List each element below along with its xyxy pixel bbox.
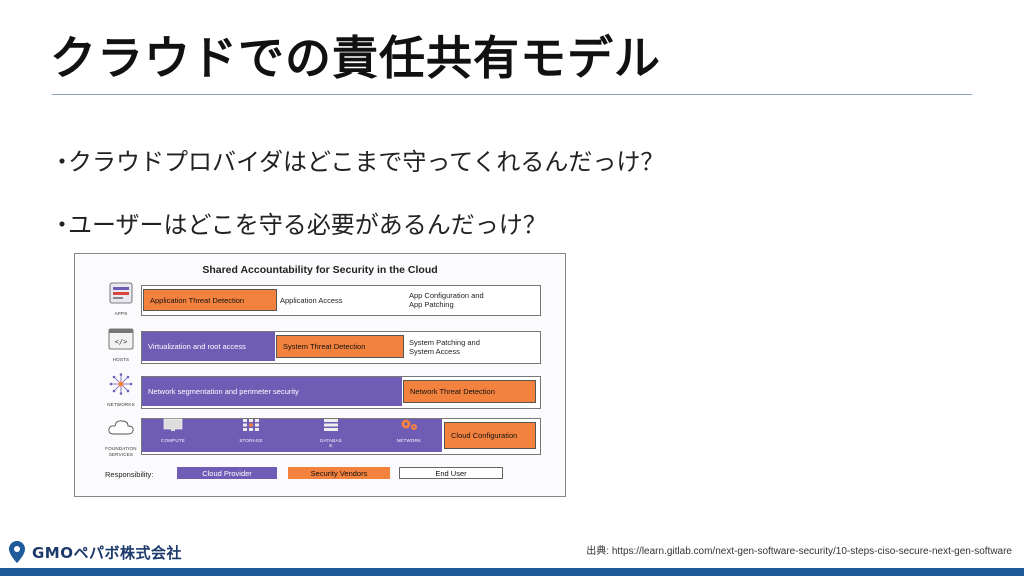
- database-label: DATABAS E: [320, 438, 342, 448]
- compute-label: COMPUTE: [161, 438, 185, 443]
- source-citation: 出典: https://learn.gitlab.com/next-gen-so…: [586, 546, 1012, 557]
- network-segmentation-cell: Network segmentation and perimeter secur…: [142, 377, 402, 406]
- database-component: DATABAS E: [313, 418, 349, 448]
- title-divider: [52, 94, 972, 95]
- bullet-item: ・クラウドプロバイダはどこまで守ってくれるんだっけ？: [50, 142, 664, 177]
- bullet-text: ユーザーはどこを守る必要があるんだっけ？: [68, 211, 547, 239]
- company-logo: GMOペパボ株式会社: [8, 540, 182, 564]
- cloud-icon: [108, 420, 134, 435]
- map-pin-icon: [9, 541, 25, 563]
- apps-side: APPS: [95, 282, 147, 317]
- legend-end-user: End User: [399, 467, 503, 479]
- cloud-configuration-cell: Cloud Configuration: [444, 422, 536, 449]
- system-patching-cell: System Patching and System Access: [409, 337, 480, 356]
- monitor-icon: [163, 418, 183, 431]
- legend-security-vendors: Security Vendors: [288, 467, 390, 479]
- code-window-icon: </>: [108, 328, 134, 350]
- svg-text:</>: </>: [115, 338, 128, 346]
- shared-accountability-diagram: Shared Accountability for Security in th…: [74, 253, 566, 497]
- compute-component: COMPUTE: [155, 418, 191, 443]
- storage-label: STORAGE: [239, 438, 263, 443]
- gear-icon: [401, 419, 417, 430]
- company-name: GMOペパボ株式会社: [32, 543, 182, 562]
- slide-title: クラウドでの責任共有モデル: [50, 31, 661, 85]
- network-threat-detection-cell: Network Threat Detection: [403, 380, 536, 403]
- hosts-side: </> HOSTS: [95, 328, 147, 363]
- legend-cloud-provider: Cloud Provider: [177, 467, 277, 479]
- foundation-provider-cell: [142, 419, 442, 452]
- legend-label: Responsibility:: [105, 469, 154, 479]
- hosts-label: HOSTS: [112, 357, 130, 362]
- apps-icon: [109, 282, 133, 304]
- network-label: NETWORK: [396, 438, 422, 443]
- database-icon: [324, 419, 338, 431]
- bullet-item: ・ユーザーはどこを守る必要があるんだっけ？: [50, 205, 547, 240]
- app-access-cell: Application Access: [280, 295, 343, 305]
- bullet-marker: ・: [50, 211, 74, 239]
- diagram-title: Shared Accountability for Security in th…: [202, 264, 438, 276]
- networks-side: NETWORKS: [95, 373, 147, 408]
- storage-component: STORAGE: [233, 418, 269, 443]
- apps-label: APPS: [114, 311, 128, 316]
- bullet-marker: ・: [50, 148, 74, 176]
- foundation-label: FOUNDATION SERVICES: [105, 446, 137, 457]
- app-config-cell: App Configuration and App Patching: [409, 291, 484, 309]
- bullet-text: クラウドプロバイダはどこまで守ってくれるんだっけ？: [68, 148, 665, 176]
- system-threat-detection-cell: System Threat Detection: [276, 335, 404, 358]
- storage-grid-icon: [243, 419, 259, 431]
- network-hub-icon: [109, 373, 133, 395]
- network-component: NETWORK: [391, 418, 427, 443]
- foundation-side: FOUNDATION SERVICES: [95, 417, 147, 458]
- virtualization-cell: Virtualization and root access: [142, 332, 275, 361]
- footer-bar: [0, 568, 1024, 576]
- networks-label: NETWORKS: [107, 402, 135, 407]
- app-threat-detection-cell: Application Threat Detection: [143, 289, 277, 311]
